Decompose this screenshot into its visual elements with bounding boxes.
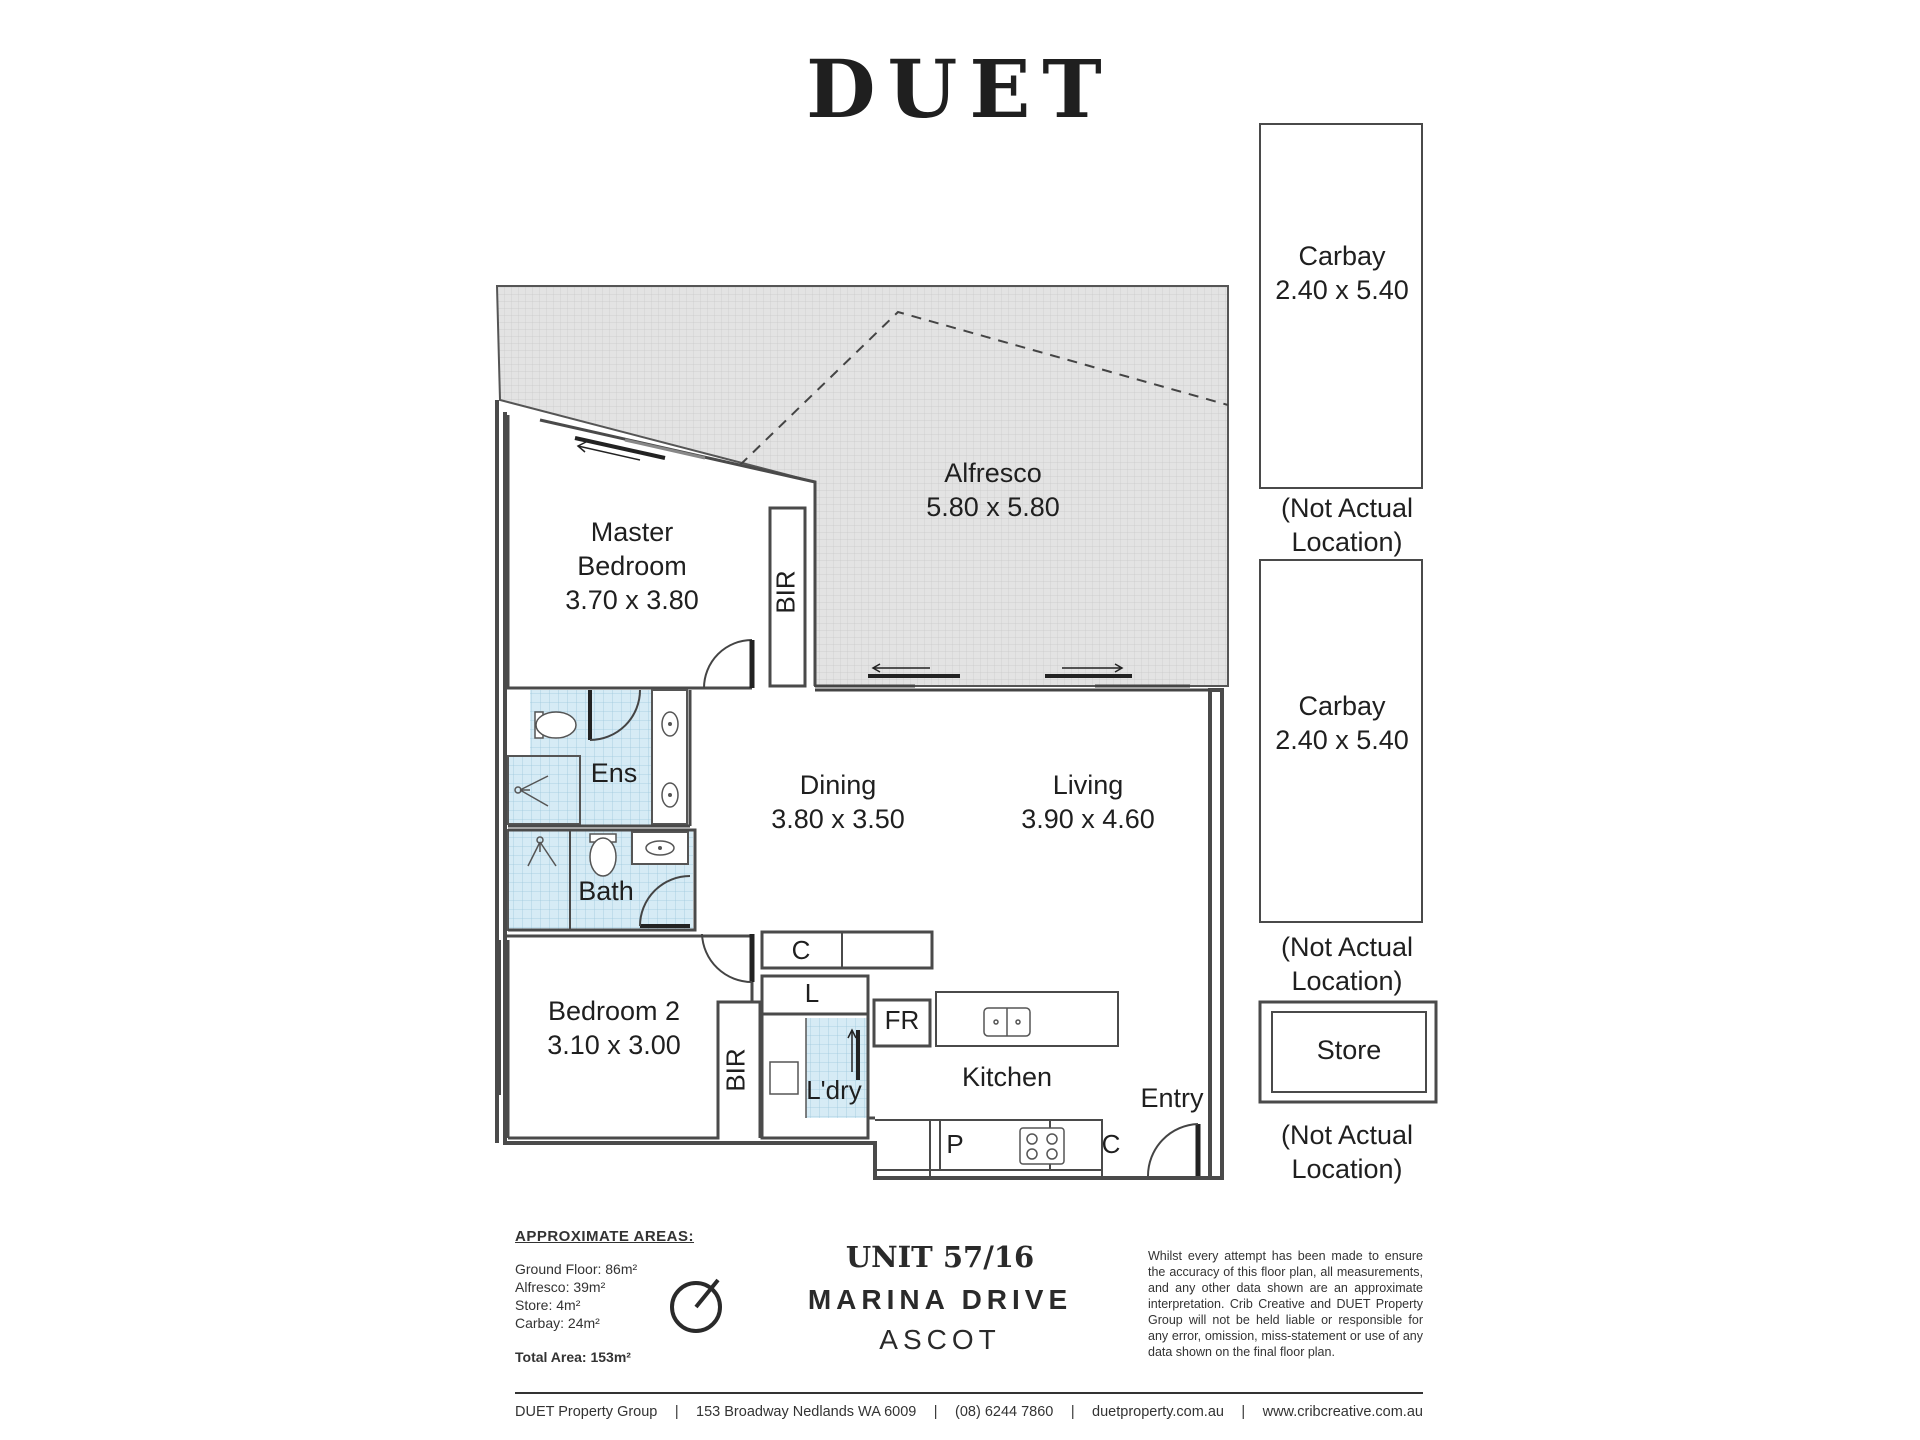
kitchen-sink-icon — [983, 1007, 1031, 1037]
cupboard-c-kitchen-label: C — [1101, 1129, 1121, 1159]
laundry-label: L'dry — [806, 1075, 862, 1105]
living-label: Living 3.90 x 4.60 — [1021, 770, 1155, 834]
area-carbay: Carbay: 24m² — [515, 1315, 600, 1331]
footer-website-crib[interactable]: www.cribcreative.com.au — [1262, 1404, 1423, 1420]
approximate-areas: APPROXIMATE AREAS: Ground Floor: 86m² Al… — [515, 1228, 694, 1366]
ensuite-shower — [507, 755, 581, 825]
areas-heading: APPROXIMATE AREAS: — [515, 1228, 695, 1245]
master-sliding-door — [574, 436, 706, 460]
kitchen-label: Kitchen — [961, 1062, 1053, 1092]
area-total: Total Area: 153m² — [515, 1349, 631, 1365]
pantry-label: P — [946, 1129, 964, 1159]
fridge-label: FR — [884, 1005, 920, 1035]
carbay-1-outline — [1259, 123, 1423, 489]
carbay-1-note: (Not Actual Location) — [1280, 493, 1414, 557]
footer-separator: | — [1241, 1404, 1246, 1420]
area-store: Store: 4m² — [515, 1297, 581, 1313]
laundry-tub — [769, 1061, 799, 1095]
cupboard-c-top — [760, 930, 934, 970]
outer-walls — [495, 400, 1224, 1180]
bedroom-2-label: Bedroom 2 3.10 x 3.00 — [547, 996, 681, 1060]
bath-label: Bath — [578, 876, 634, 906]
address-unit: UNIT 57/16 — [845, 1240, 1035, 1274]
carbay-2-note: (Not Actual Location) — [1280, 932, 1414, 996]
footer-company: DUET Property Group — [515, 1404, 658, 1420]
brand-logo: DUET — [806, 42, 1114, 136]
footer-separator: | — [674, 1404, 679, 1420]
carbay-2-label: Carbay 2.40 x 5.40 — [1275, 691, 1409, 755]
address-street: MARINA DRIVE — [807, 1284, 1073, 1315]
cupboard-c-label: C — [791, 935, 811, 965]
master-door-arrow — [576, 441, 641, 461]
carbay-2-outline — [1259, 559, 1423, 923]
ensuite-toilet-icon — [534, 711, 577, 739]
north-arrow-icon — [670, 1278, 722, 1333]
property-address: UNIT 57/16 MARINA DRIVE ASCOT — [790, 1240, 1090, 1356]
store-note: (Not Actual Location) — [1280, 1120, 1414, 1184]
disclaimer-text: Whilst every attempt has been made to en… — [1148, 1249, 1423, 1359]
area-alfresco: Alfresco: 39m² — [515, 1279, 606, 1295]
footer-divider — [515, 1392, 1423, 1394]
footer-contact: DUET Property Group | 153 Broadway Nedla… — [515, 1404, 1423, 1420]
alfresco-dashed-line — [739, 310, 1229, 466]
linen-cupboard — [760, 974, 870, 1016]
dining-label: Dining 3.80 x 3.50 — [771, 770, 905, 834]
carbay-1-label: Carbay 2.40 x 5.40 — [1275, 241, 1409, 305]
fridge — [872, 998, 932, 1048]
bath-toilet-icon — [589, 833, 617, 877]
area-ground-floor: Ground Floor: 86m² — [515, 1261, 638, 1277]
store-label: Store — [1316, 1035, 1382, 1065]
cooktop-icon — [1019, 1127, 1065, 1165]
bedroom-2-bir-label: BIR — [720, 1048, 751, 1092]
linen-label: L — [804, 978, 820, 1008]
footer-address: 153 Broadway Nedlands WA 6009 — [696, 1404, 917, 1420]
footer-phone: (08) 6244 7860 — [955, 1404, 1054, 1420]
footer-separator: | — [933, 1404, 938, 1420]
alfresco-sliding-doors — [815, 684, 1210, 692]
master-bedroom-label: Master Bedroom 3.70 x 3.80 — [565, 517, 699, 615]
entry-label: Entry — [1140, 1083, 1204, 1113]
alfresco-label: Alfresco 5.80 x 5.80 — [926, 458, 1060, 522]
footer-website-duet[interactable]: duetproperty.com.au — [1092, 1404, 1224, 1420]
footer-separator: | — [1070, 1404, 1075, 1420]
ensuite-shower-head-icon — [514, 775, 549, 807]
master-door-swing — [703, 639, 753, 689]
bath-shower-head-icon — [527, 836, 557, 867]
master-bir-label: BIR — [770, 570, 801, 614]
ensuite-label: Ens — [590, 758, 638, 788]
address-suburb: ASCOT — [879, 1324, 1001, 1355]
